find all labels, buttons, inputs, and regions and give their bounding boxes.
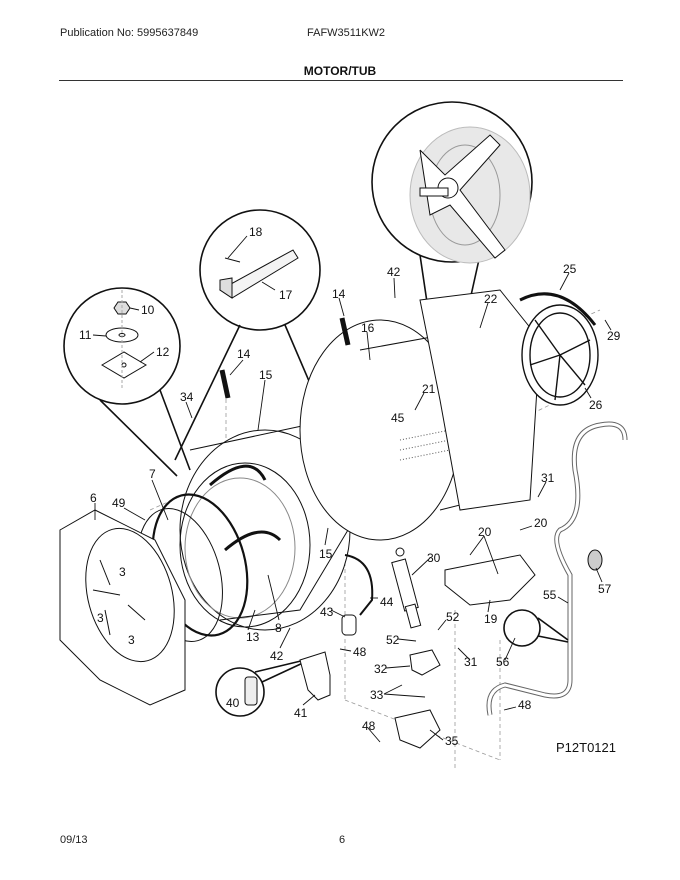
footer-date: 09/13 (60, 834, 88, 846)
callout-48[interactable]: 48 (362, 719, 376, 733)
callout-7[interactable]: 7 (149, 467, 156, 481)
rear-housing-22 (419, 289, 541, 511)
nut-washer-parts (101, 290, 147, 390)
callout-49[interactable]: 49 (112, 496, 126, 510)
callout-30[interactable]: 30 (427, 551, 441, 565)
callout-33[interactable]: 33 (370, 688, 384, 702)
callout-34[interactable]: 34 (180, 390, 194, 404)
callout-26[interactable]: 26 (589, 398, 603, 412)
hose-guide-57 (587, 549, 603, 571)
publication-number: Publication No: 5995637849 (60, 27, 199, 39)
callout-15[interactable]: 15 (259, 368, 273, 382)
callout-13[interactable]: 13 (246, 630, 260, 644)
filter-housing-41 (299, 651, 331, 701)
header-divider (59, 80, 623, 81)
callout-32[interactable]: 32 (374, 662, 388, 676)
spider-arm-part (409, 126, 531, 264)
callout-31[interactable]: 31 (541, 471, 555, 485)
callout-48[interactable]: 48 (518, 698, 532, 712)
callout-44[interactable]: 44 (380, 595, 394, 609)
bracket-part (219, 249, 299, 299)
callout-16[interactable]: 16 (361, 321, 375, 335)
callout-6[interactable]: 6 (90, 491, 97, 505)
callout-31[interactable]: 31 (464, 655, 478, 669)
callout-52[interactable]: 52 (386, 633, 400, 647)
callout-3[interactable]: 3 (119, 565, 126, 579)
counterweight-19 (444, 554, 536, 606)
callout-48[interactable]: 48 (353, 645, 367, 659)
section-title: MOTOR/TUB (303, 64, 377, 78)
callout-40[interactable]: 40 (226, 696, 240, 710)
callout-45[interactable]: 45 (391, 411, 405, 425)
callout-55[interactable]: 55 (543, 588, 557, 602)
callout-11[interactable]: 11 (79, 328, 92, 342)
wire-44 (344, 554, 374, 616)
callout-3[interactable]: 3 (97, 611, 104, 625)
pulley-26 (521, 304, 599, 406)
callout-15[interactable]: 15 (319, 547, 333, 561)
callout-18[interactable]: 18 (249, 225, 263, 239)
diagram-reference-code: P12T0121 (556, 740, 616, 755)
bracket-32 (409, 649, 441, 676)
callout-42[interactable]: 42 (387, 265, 401, 279)
detail-circle-clip (503, 609, 569, 647)
callout-10[interactable]: 10 (141, 303, 155, 317)
belt-25 (519, 292, 597, 326)
sensor-43 (341, 614, 357, 636)
callout-22[interactable]: 22 (484, 292, 498, 306)
callout-14[interactable]: 14 (332, 287, 346, 301)
callout-12[interactable]: 12 (156, 345, 170, 359)
callout-29[interactable]: 29 (607, 329, 621, 343)
detail-circle-filter (215, 659, 306, 717)
callout-56[interactable]: 56 (496, 655, 510, 669)
footer-page-number: 6 (339, 834, 346, 846)
callout-20[interactable]: 20 (478, 525, 492, 539)
detail-circle-nut-washer (63, 287, 191, 477)
model-number: FAFW3511KW2 (307, 27, 386, 39)
shock-absorber-30 (391, 547, 422, 629)
spring-14-left (219, 369, 231, 399)
callout-leader-lines (92, 235, 612, 743)
callout-14[interactable]: 14 (237, 347, 251, 361)
callout-17[interactable]: 17 (279, 288, 293, 302)
spring-14-right (339, 317, 351, 346)
front-panel-6 (59, 509, 186, 706)
direction-arrows (209, 464, 282, 552)
filter-40 (244, 676, 258, 706)
callout-57[interactable]: 57 (598, 582, 612, 596)
pump-35 (394, 709, 441, 749)
callout-20[interactable]: 20 (534, 516, 548, 530)
callout-3[interactable]: 3 (128, 633, 135, 647)
callout-52[interactable]: 52 (446, 610, 460, 624)
callout-35[interactable]: 35 (445, 734, 459, 748)
callout-42[interactable]: 42 (270, 649, 284, 663)
callout-21[interactable]: 21 (422, 382, 436, 396)
callout-25[interactable]: 25 (563, 262, 577, 276)
callout-41[interactable]: 41 (294, 706, 308, 720)
callout-43[interactable]: 43 (320, 605, 334, 619)
callout-8[interactable]: 8 (275, 621, 282, 635)
callout-19[interactable]: 19 (484, 612, 498, 626)
